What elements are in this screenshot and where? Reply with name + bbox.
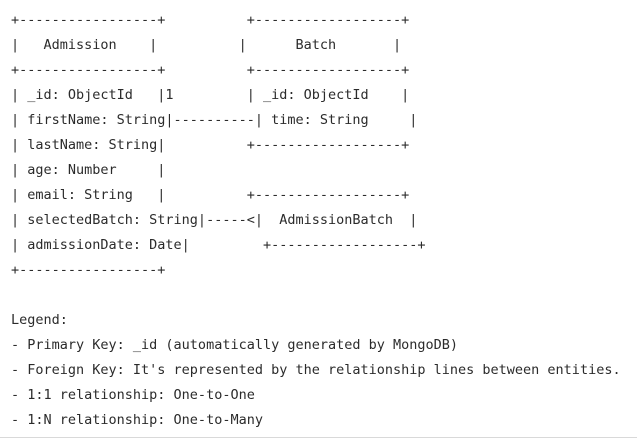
diagram-line: | admissionDate: Date| +----------------… <box>11 237 426 253</box>
legend-item: - Foreign Key: It's represented by the r… <box>11 362 621 378</box>
legend-item: - Primary Key: _id (automatically genera… <box>11 337 459 353</box>
diagram-line: | email: String | +------------------+ <box>11 187 410 203</box>
diagram-line: | lastName: String| +------------------+ <box>11 137 410 153</box>
diagram-line: | age: Number | <box>11 162 166 178</box>
diagram-line: | selectedBatch: String|-----<| Admissio… <box>11 212 418 228</box>
diagram-line: | firstName: String|----------| time: St… <box>11 112 418 128</box>
legend-item: - 1:N relationship: One-to-Many <box>11 412 263 428</box>
diagram-line: +-----------------+ +------------------+ <box>11 62 410 78</box>
diagram-line: +-----------------+ <box>11 262 166 278</box>
diagram-line: | Admission | | Batch | <box>11 37 402 53</box>
diagram-line: | _id: ObjectId |1 | _id: ObjectId | <box>11 87 410 103</box>
bottom-divider <box>0 437 637 438</box>
legend-title: Legend: <box>11 312 68 328</box>
diagram-line: +-----------------+ +------------------+ <box>11 12 410 28</box>
legend-item: - 1:1 relationship: One-to-One <box>11 387 255 403</box>
